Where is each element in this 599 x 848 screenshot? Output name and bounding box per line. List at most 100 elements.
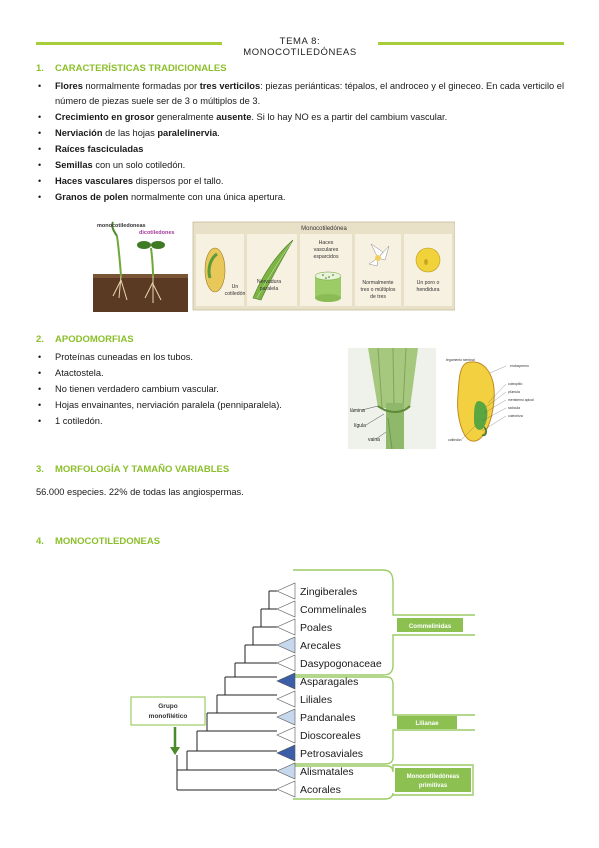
list-item: • Granos de polen normalmente con una ún…: [38, 190, 573, 205]
bullet: •: [38, 112, 42, 122]
taxon-label: Commelinales: [300, 604, 367, 616]
triangle-arecales: [276, 636, 296, 654]
panel-title: Monocotiledónea: [301, 226, 347, 232]
list-item: • Haces vasculares dispersos por el tall…: [38, 174, 573, 189]
phylogenetic-tree: Zingiberales Commelinales Poales Arecale…: [130, 569, 475, 800]
list-item: • 1 cotiledón.: [38, 414, 338, 429]
list-item-text: Flores normalmente formadas por tres ver…: [55, 81, 565, 106]
list-item: • Nerviación de las hojas paralelinervia…: [38, 126, 573, 141]
commelinidas-outline: [293, 569, 475, 676]
bullet: •: [38, 128, 42, 138]
list-item-text: Nerviación de las hojas paralelinervia.: [55, 128, 220, 138]
clade-commelinidas: Commelinidas: [397, 618, 463, 632]
label-cotiledon: cotiledón: [448, 438, 462, 442]
svg-text:Lilianae: Lilianae: [415, 720, 439, 727]
taxon-label: Alismatales: [300, 766, 354, 778]
list-item-text: Semillas con un solo cotiledón.: [55, 160, 186, 170]
section-number: 3.: [36, 464, 44, 475]
list-item-text: Raíces fasciculadas: [55, 144, 144, 154]
label-endospermo: endospermo: [510, 364, 529, 368]
list-item: • Hojas envainantes, nerviación paralela …: [38, 398, 338, 413]
page-title: TEMA 8: MONOCOTILEDÓNEAS: [243, 36, 357, 58]
triangle-dioscoreales: [276, 726, 296, 744]
triangle-petrosaviales: [276, 744, 296, 762]
section-number: 4.: [36, 536, 44, 547]
section-number: 2.: [36, 334, 44, 345]
triangle-commelinales: [276, 600, 296, 618]
bullet: •: [38, 160, 42, 170]
list-item: • Semillas con un solo cotiledón.: [38, 158, 573, 173]
clade-lilianae: Lilianae: [397, 716, 457, 729]
list-item: • Raíces fasciculadas: [38, 142, 573, 157]
lilianae-outline: [293, 676, 475, 765]
taxon-label: Poales: [300, 622, 332, 634]
taxon-label: Asparagales: [300, 676, 358, 688]
header-rule-left: [36, 42, 222, 45]
section-3-heading: 3. MORFOLOGÍA Y TAMAÑO VARIABLES: [36, 464, 229, 475]
section-title: MONOCOTILEDONEAS: [55, 536, 161, 547]
bullet: •: [38, 176, 42, 186]
triangle-zingiberales: [276, 582, 296, 600]
list-item-text: Haces vasculares dispersos por el tallo.: [55, 176, 224, 186]
taxon-label: Zingiberales: [300, 586, 357, 598]
list-item: • Crecimiento en grosor generalmente aus…: [38, 110, 573, 125]
taxon-label: Dioscoreales: [300, 730, 361, 742]
bullet: •: [38, 352, 42, 362]
taxon-label: Liliales: [300, 694, 332, 706]
list-item-text: Granos de polen normalmente con una únic…: [55, 192, 286, 202]
bullet: •: [38, 416, 42, 426]
list-item: • Proteínas cuneadas en los tubos.: [38, 350, 338, 365]
section-number: 1.: [36, 63, 44, 74]
list-item-text: No tienen verdadero cambium vascular.: [55, 384, 219, 394]
list-item-text: Hojas envainantes, nerviación paralela (…: [55, 400, 282, 410]
label-ligula: lígula: [354, 423, 366, 429]
taxon-label: Acorales: [300, 784, 341, 796]
list-item: • Flores normalmente formadas por tres v…: [38, 79, 573, 108]
label-coleoptilo: coleoptilo: [508, 382, 522, 386]
label-meristemo: meristemo apical: [508, 398, 534, 402]
label-tegumento: tegumento seminal: [446, 358, 475, 362]
list-item-text: Proteínas cuneadas en los tubos.: [55, 352, 193, 362]
leaf-sheath-photo: lámina lígula vaina: [348, 348, 436, 449]
list-item-text: Atactostela.: [55, 368, 104, 378]
label-dicotiledones: dicotiledones: [139, 230, 174, 236]
bullet: •: [38, 384, 42, 394]
label-vaina: vaina: [368, 437, 380, 443]
bullet: •: [38, 400, 42, 410]
header-rule-right: [378, 42, 564, 45]
label-coleorriza: coleorriza: [508, 414, 523, 418]
taxon-label: Pandanales: [300, 712, 355, 724]
tree-branches: [176, 590, 277, 791]
bullet: •: [38, 368, 42, 378]
list-item-text: Crecimiento en grosor generalmente ausen…: [55, 112, 448, 122]
triangle-pandanales: [276, 708, 296, 726]
taxa-triangles: [276, 582, 296, 798]
bullet: •: [38, 192, 42, 202]
section-title: MORFOLOGÍA Y TAMAÑO VARIABLES: [55, 464, 230, 475]
label-lamina: lámina: [350, 408, 365, 414]
list-item-text: 1 cotiledón.: [55, 416, 103, 426]
triangle-liliales: [276, 690, 296, 708]
section-4-heading: 4. MONOCOTILEDONEAS: [36, 536, 160, 547]
section-1-heading: 1. CARACTERÍSTICAS TRADICIONALES: [36, 63, 227, 74]
bullet: •: [38, 81, 42, 91]
taxon-label: Petrosaviales: [300, 748, 363, 760]
section-title: CARACTERÍSTICAS TRADICIONALES: [55, 63, 227, 74]
bullet: •: [38, 144, 42, 154]
triangle-acorales: [276, 780, 296, 798]
seed-section-diagram: tegumento seminal endospermo coleoptilo …: [444, 355, 546, 447]
svg-text:Commelinidas: Commelinidas: [409, 623, 452, 630]
triangle-dasypogonaceae: [276, 654, 296, 672]
label-monocotiledoneas: monocotiledoneas: [97, 223, 146, 229]
monocot-characteristics-figure: monocotiledoneas dicotiledones Monocotil…: [93, 218, 455, 312]
section-title: APODOMORFIAS: [55, 334, 134, 345]
